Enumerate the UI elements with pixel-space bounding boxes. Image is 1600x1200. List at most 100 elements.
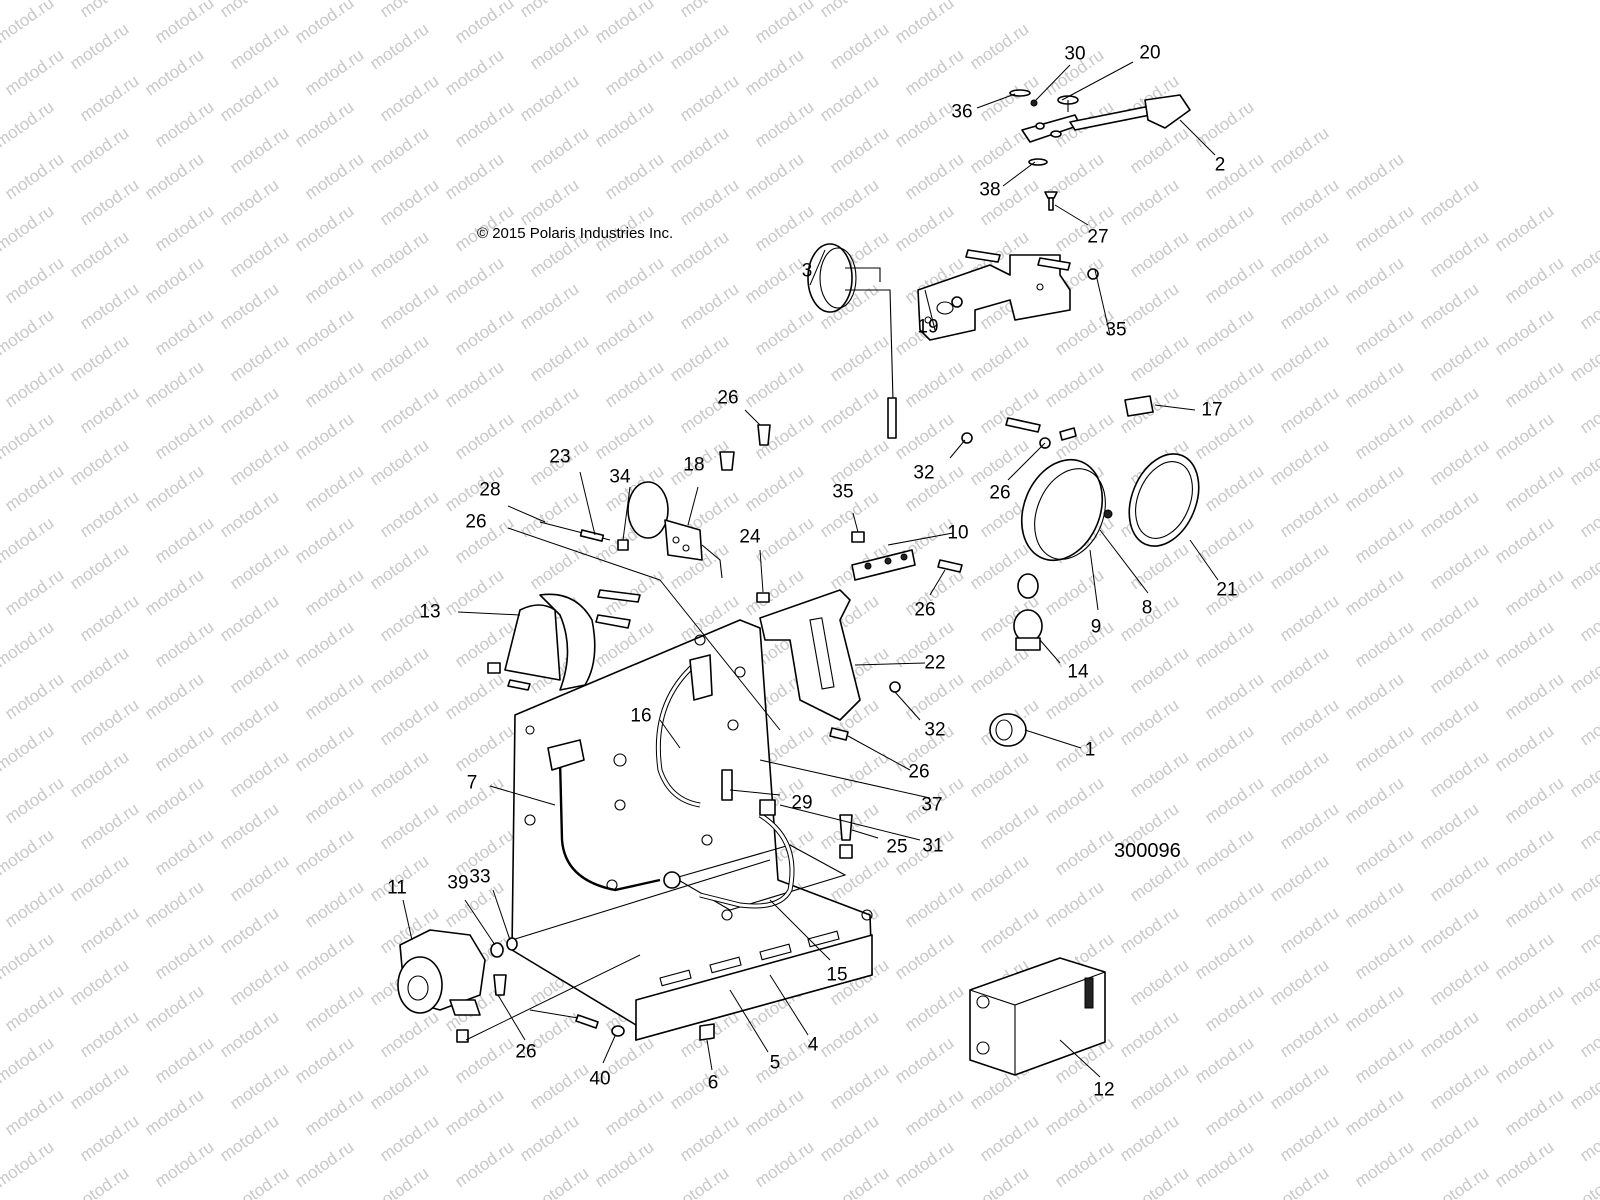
watermark-text: motod.ru [1,981,67,1035]
watermark-text: motod.ru [601,253,667,307]
watermark-text: motod.ru [1126,123,1192,177]
watermark-text: motod.ru [751,97,817,151]
watermark-text: motod.ru [366,19,432,73]
watermark-text: motod.ru [1351,201,1417,255]
watermark-text: motod.ru [741,461,807,515]
watermark-text: motod.ru [451,721,517,775]
watermark-text: motod.ru [1191,929,1257,983]
callout-9: 9 [1091,617,1102,638]
watermark-text: motod.ru [1426,747,1492,801]
watermark-text: motod.ru [301,461,367,515]
watermark-text: motod.ru [226,435,292,489]
watermark-text: motod.ru [216,175,282,229]
watermark-text: motod.ru [301,45,367,99]
watermark-text: motod.ru [816,1111,882,1165]
watermark-text: motod.ru [1266,1163,1332,1200]
watermark-text: motod.ru [441,357,507,411]
watermark-text: motod.ru [891,409,957,463]
callout-13: 13 [419,602,440,623]
watermark-text: motod.ru [291,305,357,359]
watermark-text: motod.ru [1266,331,1332,385]
watermark-text: motod.ru [0,305,57,359]
watermark-text: motod.ru [1351,721,1417,775]
watermark-text: motod.ru [1191,1137,1257,1191]
watermark-text: motod.ru [151,409,217,463]
watermark-text: motod.ru [1501,669,1567,723]
watermark-text: motod.ru [0,409,57,463]
watermark-text: motod.ru [301,981,367,1035]
watermark-text: motod.ru [901,357,967,411]
watermark-text: motod.ru [1,773,67,827]
watermark-text: motod.ru [1576,695,1600,749]
callout-12: 12 [1093,1080,1114,1101]
callout-6: 6 [708,1073,719,1094]
watermark-text: motod.ru [891,1033,957,1087]
watermark-text: motod.ru [451,409,517,463]
callout-35: 35 [1105,320,1126,341]
watermark-text: motod.ru [151,305,217,359]
watermark-text: motod.ru [526,1059,592,1113]
watermark-text: motod.ru [1051,1137,1117,1191]
watermark-text: motod.ru [526,539,592,593]
watermark-text: motod.ru [0,1137,57,1191]
watermark-text: motod.ru [76,1007,142,1061]
watermark-text: motod.ru [216,1111,282,1165]
bolt-26-top [757,424,771,446]
callout-36: 36 [951,102,972,123]
watermark-text: motod.ru [1266,227,1332,281]
watermark-text: motod.ru [1126,227,1192,281]
watermark-text: motod.ru [1266,539,1332,593]
watermark-text: motod.ru [1191,617,1257,671]
watermark-text: motod.ru [966,331,1032,385]
watermark-text: motod.ru [141,253,207,307]
callout-15: 15 [826,965,847,986]
watermark-text: motod.ru [976,903,1042,957]
callout-29: 29 [791,793,812,814]
watermark-text: motod.ru [451,305,517,359]
watermark-text: motod.ru [1566,955,1600,1009]
watermark-text: motod.ru [441,149,507,203]
watermark-text: motod.ru [666,227,732,281]
watermark-text: motod.ru [901,981,967,1035]
watermark-text: motod.ru [226,331,292,385]
callout-27: 27 [1087,227,1108,248]
callout-38: 38 [979,180,1000,201]
watermark-text: motod.ru [1116,1007,1182,1061]
watermark-text: motod.ru [1351,1033,1417,1087]
watermark-text: motod.ru [976,71,1042,125]
watermark-text: motod.ru [76,799,142,853]
watermark-text: motod.ru [66,955,132,1009]
watermark-text: motod.ru [666,1059,732,1113]
pedal-assembly [1009,89,1191,211]
callout-26: 26 [465,512,486,533]
wire-harness-cables [547,654,853,909]
watermark-text: motod.ru [666,123,732,177]
watermark-text: motod.ru [816,175,882,229]
watermark-text: motod.ru [751,513,817,567]
watermark-text: motod.ru [291,825,357,879]
watermark-text: motod.ru [451,1137,517,1191]
watermark-text: motod.ru [66,123,132,177]
watermark-text: motod.ru [1191,825,1257,879]
watermark-text: motod.ru [1351,409,1417,463]
part-19-bracket [917,249,1099,449]
watermark-text: motod.ru [1341,773,1407,827]
watermark-text: motod.ru [1491,825,1557,879]
watermark-text: motod.ru [1416,487,1482,541]
watermark-text: motod.ru [891,929,957,983]
watermark-text: motod.ru [66,435,132,489]
watermark-text: motod.ru [301,253,367,307]
watermark-text: motod.ru [1341,565,1407,619]
watermark-text: motod.ru [1426,227,1492,281]
watermark-text: motod.ru [1276,1007,1342,1061]
watermark-text: motod.ru [216,279,282,333]
watermark-text: motod.ru [141,981,207,1035]
watermark-text: motod.ru [141,669,207,723]
watermark-text: motod.ru [816,71,882,125]
callout-39: 39 [447,873,468,894]
watermark-text: motod.ru [1191,513,1257,567]
watermark-text: motod.ru [1126,955,1192,1009]
callout-18: 18 [683,455,704,476]
watermark-text: motod.ru [1416,279,1482,333]
part-13-horn [487,589,641,691]
